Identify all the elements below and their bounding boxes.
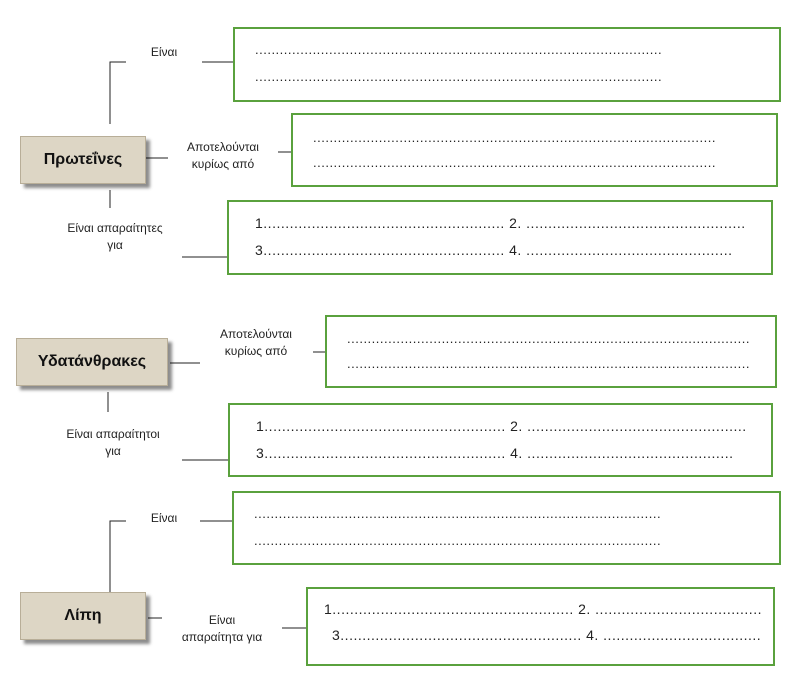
topic-carbohydrates: Υδατάνθρακες [16,338,168,386]
topic-proteins: Πρωτεΐνες [20,136,146,184]
label-line: Αποτελούνται [187,140,259,154]
blank-line[interactable]: 3.......................................… [332,627,761,643]
blank-line[interactable]: ........................................… [255,69,663,84]
label-line: Είναι απαραίτητοι [66,427,160,441]
blank-line[interactable]: 1.......................................… [324,601,761,617]
label-line: απαραίτητα για [181,630,263,644]
answer-box-carbs-consist[interactable]: ........................................… [325,315,777,388]
connector-line [109,520,126,596]
label-line: κυρίως από [191,157,255,171]
connector-line [109,61,126,124]
blank-line[interactable]: ........................................… [313,130,716,145]
answer-box-proteins-einai[interactable]: ........................................… [233,27,781,102]
label-proteins-needed: Είναι απαραίτητες για [46,220,184,254]
topic-fats: Λίπη [20,592,146,640]
blank-line[interactable]: 3.......................................… [256,445,734,461]
label-fats-einai: Είναι [150,511,178,525]
blank-line[interactable]: ........................................… [254,533,662,548]
blank-line[interactable]: ........................................… [254,506,662,521]
label-line: κυρίως από [224,344,288,358]
label-line: για [107,238,123,252]
blank-line[interactable]: ........................................… [255,42,663,57]
label-fats-needed: Είναι απαραίτητα για [160,612,284,646]
answer-box-proteins-needed[interactable]: 1.......................................… [227,200,773,275]
label-line: Είναι απαραίτητες [67,221,163,235]
label-carbs-needed: Είναι απαραίτητοι για [44,426,182,460]
label-proteins-einai: Είναι [150,45,178,59]
blank-line[interactable]: ........................................… [347,356,750,371]
label-line: για [105,444,121,458]
blank-line[interactable]: 1.......................................… [256,418,747,434]
label-proteins-consist: Αποτελούνται κυρίως από [168,139,278,173]
blank-line[interactable]: 3.......................................… [255,242,733,258]
blank-line[interactable]: ........................................… [347,331,750,346]
label-line: Είναι [208,613,236,627]
label-line: Αποτελούνται [220,327,292,341]
blank-line[interactable]: 1.......................................… [255,215,746,231]
answer-box-proteins-consist[interactable]: ........................................… [291,113,778,187]
answer-box-fats-einai[interactable]: ........................................… [232,491,781,565]
blank-line[interactable]: ........................................… [313,155,716,170]
answer-box-carbs-needed[interactable]: 1.......................................… [228,403,773,477]
label-carbs-consist: Αποτελούνται κυρίως από [200,326,312,360]
answer-box-fats-needed[interactable]: 1.......................................… [306,587,775,666]
